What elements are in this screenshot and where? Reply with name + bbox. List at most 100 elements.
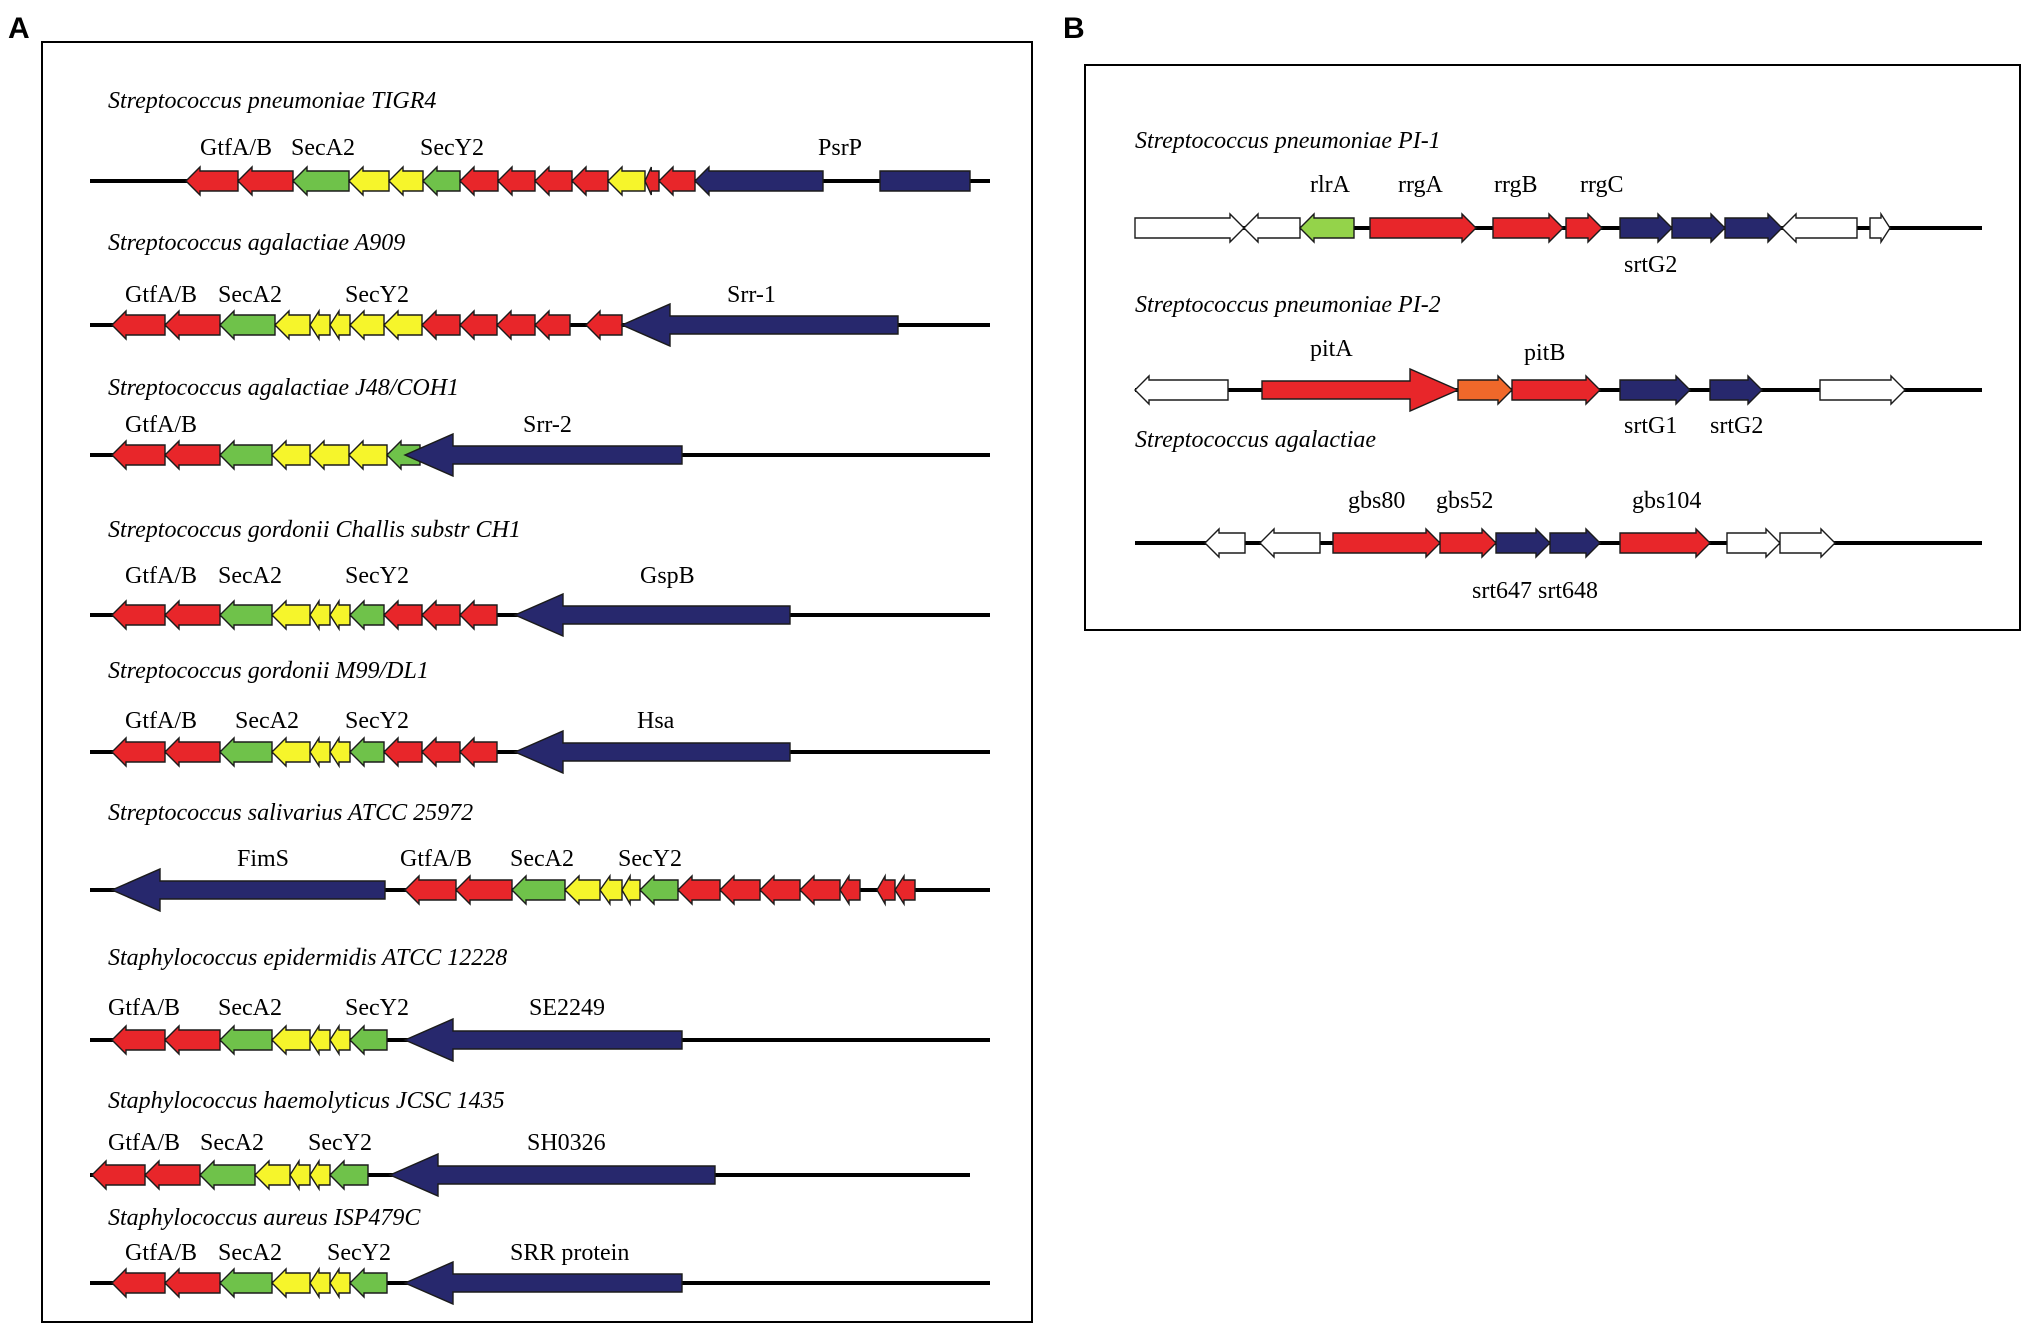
species-label: Streptococcus agalactiae J48/COH1 <box>108 375 459 401</box>
gene-arrow-red <box>164 736 221 768</box>
gene-arrow-red <box>455 874 513 906</box>
gene-arrow-red <box>839 873 861 907</box>
gene-arrow-red <box>111 309 166 341</box>
gene-arrow-red <box>164 1024 221 1056</box>
gene-arrow-green <box>219 1024 273 1056</box>
gene-arrow-red <box>111 599 166 631</box>
gene-label: pitA <box>1310 336 1353 362</box>
gene-arrow-red <box>164 1267 221 1299</box>
gene-arrow-red <box>164 309 221 341</box>
gene-arrow-blue <box>694 165 824 197</box>
gene-arrow-blue <box>110 867 386 913</box>
gene-arrow-red <box>759 874 801 906</box>
gene-arrow-white <box>1243 212 1301 244</box>
gene-arrow-yellow <box>388 165 424 197</box>
gene-arrow-red <box>1565 212 1603 244</box>
track-a5: Streptococcus salivarius ATCC 25972 FimS… <box>90 800 990 913</box>
species-label: Streptococcus agalactiae A909 <box>108 230 405 256</box>
gene-arrow-yellow <box>309 1023 331 1057</box>
gene-arrow-green <box>219 736 273 768</box>
gene-label: gbs104 <box>1632 488 1701 514</box>
gene-arrow-red <box>534 165 573 197</box>
gene-arrow-yellow <box>289 1158 311 1192</box>
gene-arrow-red <box>496 309 536 341</box>
gene-arrows <box>91 1152 716 1198</box>
gene-label: GtfA/B <box>125 412 197 438</box>
gene-arrow-yellow <box>309 735 331 769</box>
gene-arrow-white <box>1204 527 1246 559</box>
gene-arrow-red <box>1261 367 1460 413</box>
gene-label: srtG2 <box>1624 252 1677 278</box>
gene-arrow-yellow <box>309 1266 331 1300</box>
gene-arrow-red <box>164 599 221 631</box>
gene-label: SE2249 <box>529 995 605 1021</box>
species-label: Streptococcus pneumoniae TIGR4 <box>108 88 436 114</box>
gene-arrow-white <box>1259 527 1321 559</box>
gene-label: PsrP <box>818 135 862 161</box>
panel-b-frame <box>1084 64 2021 631</box>
gene-label: SecA2 <box>235 708 299 734</box>
gene-arrow-blue <box>1619 212 1673 244</box>
gene-label: SH0326 <box>527 1130 606 1156</box>
gene-arrow-yellow <box>271 599 311 631</box>
gene-arrow-blue <box>1724 212 1783 244</box>
gene-arrow-yellow <box>383 309 423 341</box>
gene-label: FimS <box>237 846 289 872</box>
gene-label: Srr-2 <box>523 412 572 438</box>
gene-arrow-yellow <box>329 1266 351 1300</box>
gene-arrow-red <box>421 309 461 341</box>
track-b2: Streptococcus agalactiae gbs80 gbs52 gbs… <box>1135 427 1982 604</box>
gene-arrow-white <box>1134 212 1245 244</box>
gene-arrow-red <box>719 874 761 906</box>
species-label: Streptococcus pneumoniae PI-1 <box>1135 128 1441 154</box>
gene-arrow-blue <box>403 432 683 478</box>
gene-arrow-blue <box>1709 374 1763 406</box>
gene-label: SecY2 <box>618 846 682 872</box>
gene-label: rrgA <box>1398 172 1444 198</box>
gene-arrow-blue <box>1619 374 1691 406</box>
gene-arrow-red <box>1511 374 1601 406</box>
gene-arrow-green <box>329 1159 369 1191</box>
gene-arrow-red <box>164 439 221 471</box>
gene-arrow-yellow <box>348 165 390 197</box>
gene-arrow-green <box>349 1267 388 1299</box>
gene-arrow-blue <box>879 170 971 192</box>
gene-label: SecA2 <box>218 282 282 308</box>
track-b1: Streptococcus pneumoniae PI-2 pitA pitB … <box>1134 292 1982 439</box>
gene-arrow-green <box>219 439 273 471</box>
gene-arrow-green <box>511 874 566 906</box>
gene-arrow-red <box>799 874 841 906</box>
gene-arrow-red <box>585 309 623 341</box>
gene-label: GtfA/B <box>108 995 180 1021</box>
gene-arrow-red <box>677 874 721 906</box>
gene-arrow-white <box>1819 374 1906 406</box>
track-a3: Streptococcus gordonii Challis substr CH… <box>90 517 990 638</box>
gene-arrows <box>111 729 791 775</box>
panel-a-letter: A <box>8 12 30 45</box>
gene-label: rlrA <box>1310 172 1351 198</box>
gene-arrow-yellow <box>254 1159 291 1191</box>
gene-arrows <box>111 432 683 478</box>
track-a2: Streptococcus agalactiae J48/COH1 GtfA/B… <box>90 375 990 478</box>
gene-arrows <box>110 867 916 913</box>
gene-arrow-red <box>237 165 294 197</box>
gene-arrow-red <box>404 874 457 906</box>
gene-label: rrgB <box>1494 172 1538 198</box>
gene-arrow-blue <box>1495 527 1551 559</box>
gene-label: GtfA/B <box>108 1130 180 1156</box>
gene-arrow-white <box>1781 212 1858 244</box>
panel-a-frame <box>41 41 1033 1323</box>
gene-label: GtfA/B <box>125 282 197 308</box>
gene-arrow-red <box>91 1159 146 1191</box>
gene-arrow-white <box>1134 374 1229 406</box>
gene-label: SecA2 <box>218 995 282 1021</box>
gene-arrow-red <box>571 165 609 197</box>
gene-arrow-red <box>111 1267 166 1299</box>
gene-label: SecY2 <box>308 1130 372 1156</box>
gene-arrow-green <box>219 309 276 341</box>
gene-label: SecY2 <box>345 282 409 308</box>
gene-arrow-blue <box>1549 527 1601 559</box>
gene-arrow-red <box>111 1024 166 1056</box>
gene-arrow-white <box>1869 211 1891 245</box>
gene-label: gbs52 <box>1436 488 1493 514</box>
